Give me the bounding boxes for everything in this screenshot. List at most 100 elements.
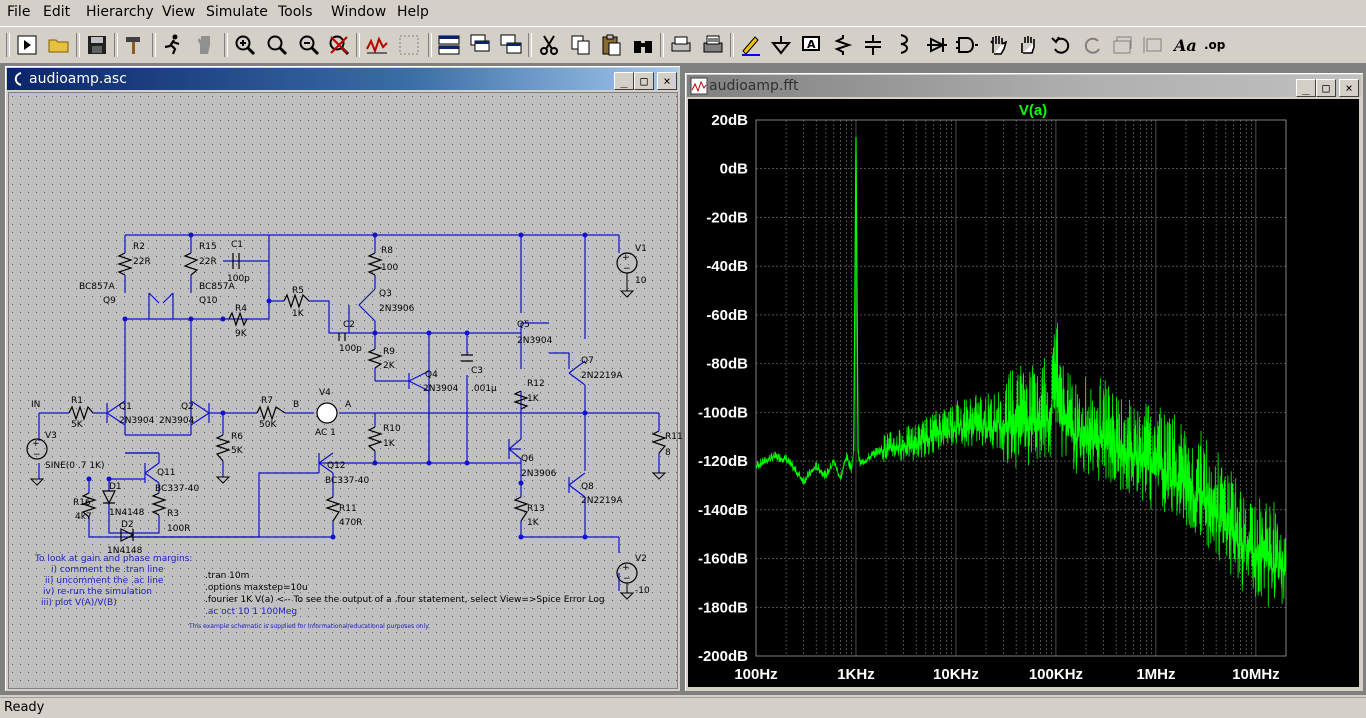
svg-text:V2: V2 bbox=[635, 554, 647, 564]
ground-icon[interactable] bbox=[768, 32, 794, 58]
cut-icon[interactable] bbox=[536, 32, 562, 58]
svg-text:1K: 1K bbox=[383, 439, 396, 449]
schematic-junctions bbox=[86, 232, 588, 540]
menu-tools[interactable]: Tools bbox=[278, 4, 313, 20]
move-hand-icon[interactable] bbox=[986, 32, 1012, 58]
svg-text:SINE(0 .7 1K): SINE(0 .7 1K) bbox=[45, 461, 104, 471]
svg-text:1N4148: 1N4148 bbox=[107, 546, 143, 556]
menu-file[interactable]: File bbox=[7, 4, 31, 20]
svg-text:R9: R9 bbox=[383, 347, 395, 357]
resistor-icon[interactable] bbox=[830, 32, 856, 58]
maximize-button[interactable]: □ bbox=[634, 72, 654, 90]
svg-text:−: − bbox=[623, 574, 631, 584]
diode-icon[interactable] bbox=[924, 32, 950, 58]
menu-hierarchy[interactable]: Hierarchy bbox=[86, 4, 154, 20]
undo-icon[interactable] bbox=[1048, 32, 1074, 58]
inductor-icon[interactable] bbox=[890, 32, 916, 58]
svg-text:R5: R5 bbox=[292, 286, 304, 296]
svg-text:A: A bbox=[807, 38, 816, 51]
schematic-title-bar[interactable]: audioamp.asc _ □ × bbox=[7, 68, 678, 90]
plot-frame bbox=[755, 119, 1287, 657]
capacitor-icon[interactable] bbox=[860, 32, 886, 58]
print-icon[interactable] bbox=[700, 32, 726, 58]
new-schematic-icon[interactable] bbox=[14, 32, 40, 58]
svg-text:2N3904: 2N3904 bbox=[159, 416, 195, 426]
svg-text:Q1: Q1 bbox=[119, 402, 132, 412]
zoom-in-icon[interactable] bbox=[232, 32, 258, 58]
pan-icon[interactable] bbox=[264, 32, 290, 58]
svg-text:.ac oct 10 1 100Meg: .ac oct 10 1 100Meg bbox=[205, 607, 297, 617]
schematic-window[interactable]: audioamp.asc _ □ × bbox=[4, 65, 683, 692]
menu-view[interactable]: View bbox=[162, 4, 196, 20]
schematic-notes: To look at gain and phase margins: i) co… bbox=[34, 554, 192, 608]
tile-horizontal-icon[interactable] bbox=[436, 32, 462, 58]
svg-text:Aa: Aa bbox=[1172, 36, 1197, 55]
grid-icon[interactable] bbox=[396, 32, 422, 58]
menu-help[interactable]: Help bbox=[397, 4, 429, 20]
svg-text:22R: 22R bbox=[133, 257, 151, 267]
svg-text:R11: R11 bbox=[665, 432, 683, 442]
fft-close-button[interactable]: × bbox=[1339, 79, 1359, 97]
text-icon[interactable]: Aa bbox=[1172, 32, 1198, 58]
draw-wire-pencil-icon[interactable] bbox=[738, 32, 764, 58]
schematic-symbols bbox=[68, 252, 667, 542]
run-icon[interactable] bbox=[160, 32, 186, 58]
svg-text:5K: 5K bbox=[71, 420, 84, 430]
component-icon[interactable] bbox=[954, 32, 980, 58]
mirror-icon[interactable] bbox=[1140, 32, 1166, 58]
menu-edit[interactable]: Edit bbox=[43, 4, 71, 20]
y-tick-label: -180dB bbox=[698, 599, 748, 616]
svg-text:BC857A: BC857A bbox=[79, 282, 115, 292]
svg-text:2N3904: 2N3904 bbox=[517, 336, 553, 346]
y-tick-label: -140dB bbox=[698, 502, 748, 519]
copy-icon[interactable] bbox=[568, 32, 594, 58]
control-panel-hammer-icon[interactable] bbox=[122, 32, 148, 58]
y-tick-label: -40dB bbox=[706, 258, 748, 275]
voltage-sources: +− +− +− bbox=[26, 252, 667, 600]
svg-text:AC 1: AC 1 bbox=[315, 428, 336, 438]
rotate-icon[interactable] bbox=[1110, 32, 1136, 58]
x-tick-label: 1MHz bbox=[1136, 666, 1175, 683]
halt-hand-icon[interactable] bbox=[192, 32, 218, 58]
spice-directive-icon[interactable]: .op bbox=[1202, 32, 1228, 58]
fft-minimize-button[interactable]: _ bbox=[1296, 79, 1316, 97]
svg-text:R7: R7 bbox=[261, 396, 273, 406]
menu-simulate[interactable]: Simulate bbox=[206, 4, 268, 20]
fft-maximize-button[interactable]: □ bbox=[1316, 79, 1336, 97]
schematic-canvas[interactable]: +− +− +− R2 22R R15 22R C1 100p R8 100 V… bbox=[8, 92, 683, 689]
paste-icon[interactable] bbox=[598, 32, 624, 58]
schematic-window-icon bbox=[11, 71, 25, 87]
svg-text:+: + bbox=[622, 563, 630, 573]
svg-text:R16: R16 bbox=[73, 498, 91, 508]
fft-title-bar[interactable]: audioamp.fft _ □ × bbox=[687, 75, 1361, 97]
open-folder-icon[interactable] bbox=[46, 32, 72, 58]
menu-window[interactable]: Window bbox=[331, 4, 387, 20]
zoom-fit-icon[interactable] bbox=[326, 32, 352, 58]
minimize-button[interactable]: _ bbox=[614, 72, 634, 90]
svg-text:iv) re-run the simulation: iv) re-run the simulation bbox=[43, 587, 152, 597]
svg-text:R3: R3 bbox=[167, 509, 179, 519]
status-bar: Ready bbox=[0, 697, 1366, 718]
drag-hand-icon[interactable] bbox=[1016, 32, 1042, 58]
spice-directives: .tran 10m .options maxstep=10u .fourier … bbox=[188, 571, 605, 630]
y-tick-label: -60dB bbox=[706, 307, 748, 324]
cascade-icon[interactable] bbox=[468, 32, 494, 58]
svg-text:.fourier 1K V(a) <-- To see t: .fourier 1K V(a) <-- To see the output o… bbox=[205, 595, 605, 605]
close-button[interactable]: × bbox=[657, 72, 677, 90]
tile-vertical-icon[interactable] bbox=[498, 32, 524, 58]
svg-text:+: + bbox=[622, 253, 630, 263]
x-tick-label: 10MHz bbox=[1232, 666, 1280, 683]
label-net-icon[interactable]: A bbox=[798, 32, 824, 58]
svg-text:Q2: Q2 bbox=[181, 402, 194, 412]
redo-icon[interactable] bbox=[1080, 32, 1106, 58]
find-binoculars-icon[interactable] bbox=[630, 32, 656, 58]
waveform-icon[interactable] bbox=[364, 32, 390, 58]
svg-text:100p: 100p bbox=[227, 274, 250, 284]
save-icon[interactable] bbox=[84, 32, 110, 58]
print-preview-icon[interactable] bbox=[668, 32, 694, 58]
zoom-out-icon[interactable] bbox=[296, 32, 322, 58]
svg-text:Q9: Q9 bbox=[103, 296, 116, 306]
svg-text:BC337-40: BC337-40 bbox=[155, 484, 199, 494]
